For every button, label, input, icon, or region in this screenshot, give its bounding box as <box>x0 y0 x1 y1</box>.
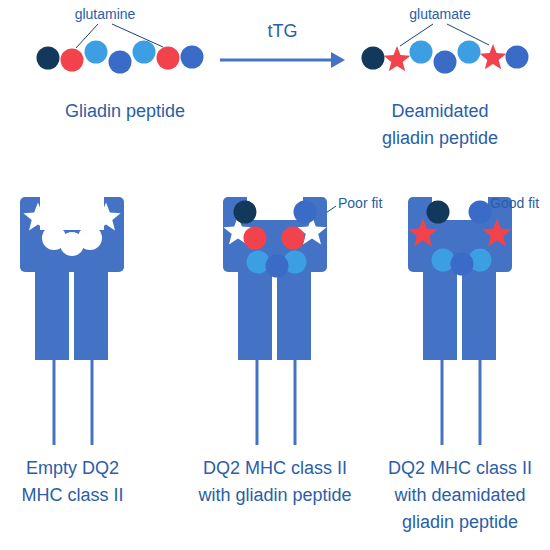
mhc-chain <box>277 262 311 360</box>
mhc-caption-group: DQ2 MHC class II with deamidated gliadin… <box>372 455 548 540</box>
residue <box>109 51 132 74</box>
caption-text: DQ2 MHC class II with deamidated gliadin… <box>374 455 546 536</box>
residue <box>37 47 60 70</box>
residue <box>266 255 289 278</box>
mhc-leg <box>479 355 482 445</box>
leader-lines <box>76 24 503 228</box>
residue <box>410 41 433 64</box>
peptide-group: Gliadin peptide <box>30 30 220 125</box>
binding-groove <box>40 190 104 230</box>
mhc-leg <box>294 355 297 445</box>
mhc-leg <box>91 355 94 445</box>
mhc-chain <box>423 262 457 360</box>
caption-text: Gliadin peptide <box>65 98 185 125</box>
glutamate-star <box>480 44 507 69</box>
glutamine-residue <box>157 47 180 70</box>
mhc-chain <box>462 262 496 360</box>
residue <box>234 201 257 224</box>
deamidated-peptide-chain <box>362 41 529 74</box>
residue <box>85 41 108 64</box>
residue <box>434 51 457 74</box>
arrow-line <box>220 59 333 62</box>
peptide-chain <box>37 41 204 74</box>
fit-label: Good fit <box>490 194 539 212</box>
residue <box>181 46 204 69</box>
residue-label: glutamate <box>390 5 490 23</box>
arrow-head <box>331 52 345 68</box>
glutamine-residue <box>282 227 305 250</box>
mhc-leg <box>256 355 259 445</box>
residue <box>294 201 317 224</box>
residue <box>247 251 270 274</box>
caption-text: DQ2 MHC class II with gliadin peptide <box>189 455 361 509</box>
glutamate-star <box>408 219 437 247</box>
residue <box>469 201 492 224</box>
caption-text: Deamidated gliadin peptide <box>370 98 510 152</box>
mhc-caption-group: Empty DQ2 MHC class II <box>10 455 135 515</box>
binding-pocket <box>91 203 120 231</box>
residue <box>451 253 474 276</box>
residue <box>362 47 385 70</box>
mhc-caption-group: DQ2 MHC class II with gliadin peptide <box>185 455 365 515</box>
enzyme-label: tTG <box>268 20 298 42</box>
binding-pocket <box>23 203 52 231</box>
mhc-molecule <box>223 190 327 445</box>
glutamine-residue <box>244 227 267 250</box>
peptide-group: Deamidated gliadin peptide <box>345 30 535 152</box>
mhc-chain <box>35 262 69 360</box>
glutamine-residue <box>61 49 84 72</box>
glutamate-star <box>482 219 511 247</box>
mhc-chain <box>238 262 272 360</box>
mhc-leg <box>441 355 444 445</box>
glutamate-star <box>384 46 411 71</box>
mhc-molecule <box>408 190 512 445</box>
residue-label: glutamine <box>55 5 155 23</box>
residue <box>133 41 156 64</box>
residue <box>458 41 481 64</box>
reaction-arrow <box>220 52 345 68</box>
fit-label: Poor fit <box>338 194 382 212</box>
mhc-molecule <box>20 190 124 445</box>
residue <box>427 201 450 224</box>
binding-pocket <box>78 226 102 250</box>
caption-text: Empty DQ2 MHC class II <box>14 455 132 509</box>
residue <box>506 46 529 69</box>
residue <box>432 249 455 272</box>
mhc-leg <box>53 355 56 445</box>
mhc-chain <box>74 262 108 360</box>
